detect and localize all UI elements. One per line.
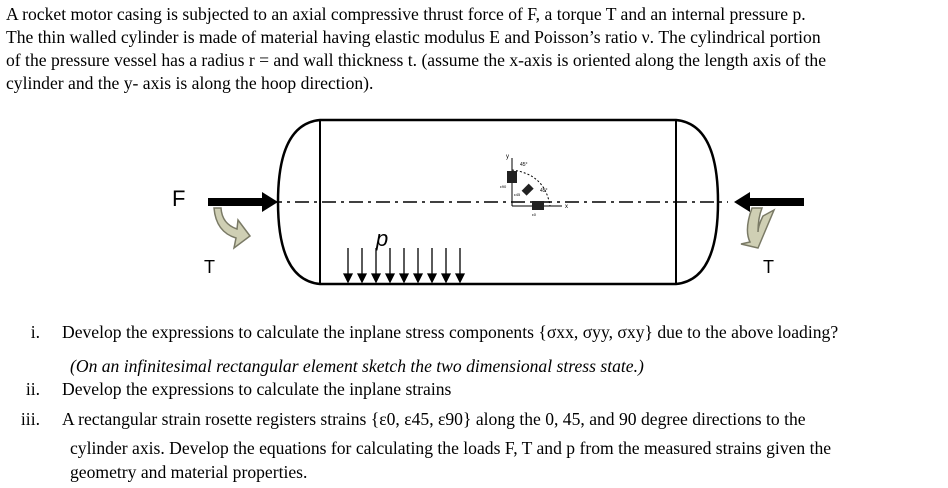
rosette-gauge-45: ε45 xyxy=(514,192,521,197)
pressure-label: p xyxy=(375,226,388,251)
question-text-line-2: cylinder axis. Develop the equations for… xyxy=(70,438,832,458)
problem-statement: A rocket motor casing is subjected to an… xyxy=(6,3,944,95)
question-text: A rectangular strain rosette registers s… xyxy=(62,409,367,429)
intro-line-2: The thin walled cylinder is made of mate… xyxy=(6,27,821,47)
stress-components-set: {σxx, σyy, σxy} xyxy=(538,322,653,342)
pressure-arrows xyxy=(342,248,466,284)
question-text-after: along the 0, 45, and 90 degree direction… xyxy=(475,409,806,429)
rosette-gauge-90: ε90 xyxy=(500,184,507,189)
intro-line-1: A rocket motor casing is subjected to an… xyxy=(6,4,806,24)
rosette-x-label: x xyxy=(565,204,568,210)
force-label: F xyxy=(172,186,185,211)
question-number: ii. xyxy=(25,379,40,399)
force-arrow-left xyxy=(208,192,278,212)
question-number: iii. xyxy=(20,409,40,429)
torque-label-right: T xyxy=(763,257,774,277)
question-text: Develop the expressions to calculate the… xyxy=(62,322,534,342)
torque-arrow-right-icon xyxy=(740,207,776,249)
rosette-angle-side: 45° xyxy=(540,188,548,194)
strain-rosette: y x 45° 45° ε90 ε45 ε0 xyxy=(500,154,568,217)
question-note: (On an infinitesimal rectangular element… xyxy=(70,356,644,376)
question-number: i. xyxy=(30,322,40,342)
question-text: Develop the expressions to calculate the… xyxy=(62,379,452,399)
torque-label-left: T xyxy=(204,257,215,277)
torque-arrow-left-icon xyxy=(213,207,252,250)
question-text-line-3: geometry and material properties. xyxy=(70,462,308,482)
rosette-gauge-0: ε0 xyxy=(532,212,537,217)
rosette-angle-top: 45° xyxy=(520,162,528,168)
strain-set: {ε0, ε45, ε90} xyxy=(370,409,472,429)
rosette-y-label: y xyxy=(506,154,509,160)
intro-line-3: of the pressure vessel has a radius r = … xyxy=(6,50,826,70)
force-arrow-right xyxy=(734,192,804,212)
intro-line-4: cylinder and the y- axis is along the ho… xyxy=(6,73,374,93)
question-text-after: due to the above loading? xyxy=(657,322,839,342)
rocket-casing-figure: F T T p y x 45° 45° ε90 ε45 ε0 xyxy=(172,118,804,286)
